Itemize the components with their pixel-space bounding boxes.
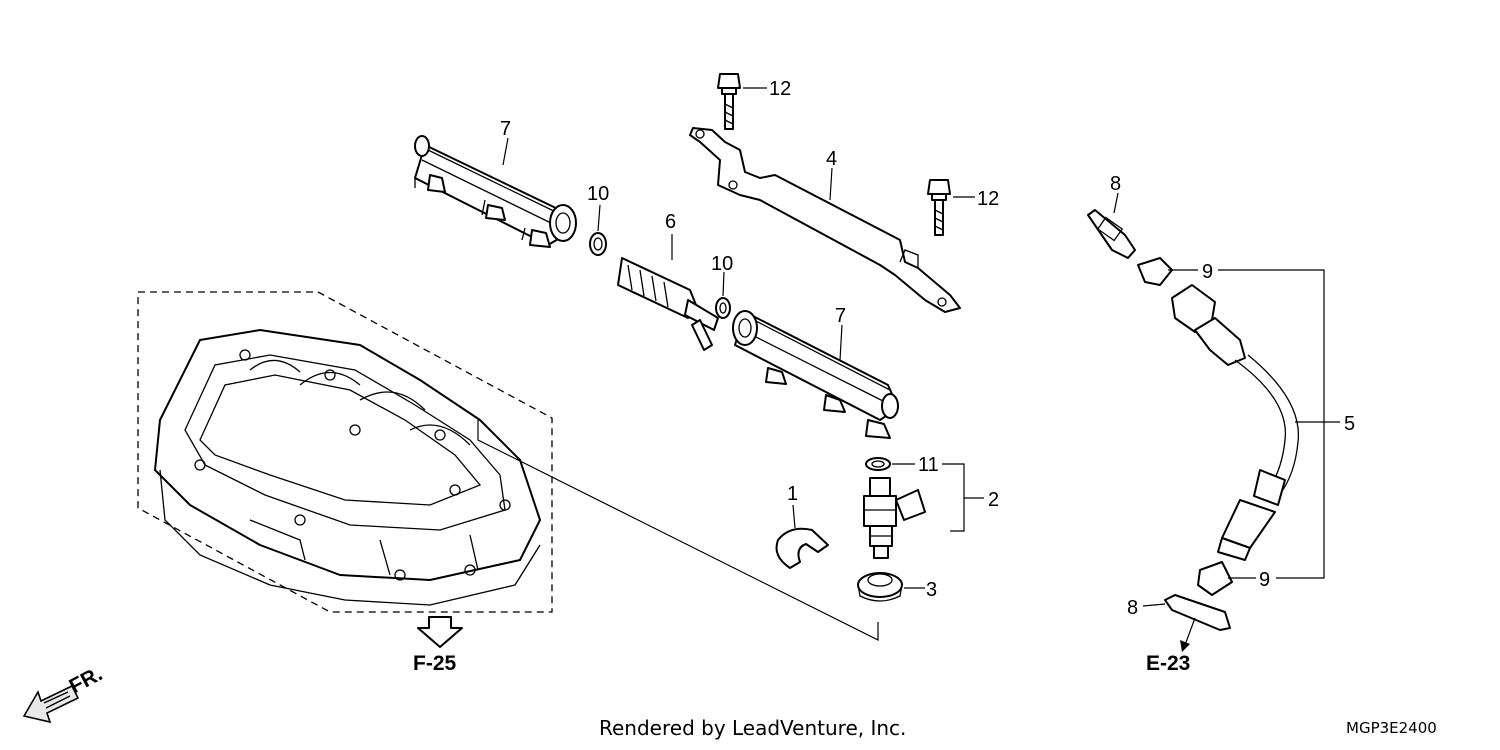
intake-assembly-reference xyxy=(137,291,879,641)
injector-cushion xyxy=(857,572,903,602)
callout-2: 2 xyxy=(988,489,999,511)
fuel-rail-bracket xyxy=(689,127,961,313)
front-direction: FR. xyxy=(22,662,106,724)
callout-7-lower: 7 xyxy=(835,305,846,327)
fuel-joint xyxy=(617,257,719,351)
callout-5: 5 xyxy=(1344,413,1355,435)
callout-9-upper: 9 xyxy=(1202,261,1213,283)
render-credit: Rendered by LeadVenture, Inc. xyxy=(599,716,906,740)
bolt-upper xyxy=(717,73,741,130)
diagram-code: MGP3E2400 xyxy=(1346,719,1437,737)
arrow-down-icon xyxy=(417,616,463,648)
callout-11: 11 xyxy=(918,454,939,476)
intake-housing xyxy=(154,329,541,606)
o-ring-injector xyxy=(865,457,891,471)
callout-3: 3 xyxy=(926,579,937,601)
callout-8-lower: 8 xyxy=(1127,597,1138,619)
fuel-rail-lower xyxy=(732,310,899,439)
callout-7-upper: 7 xyxy=(500,118,511,140)
callout-10-lower: 10 xyxy=(711,253,733,275)
arrow-down-icon-e23 xyxy=(1180,640,1190,652)
fuel-injector xyxy=(863,477,926,559)
fuel-rail-upper xyxy=(414,135,577,248)
fuel-hose-assembly xyxy=(1087,209,1300,596)
reference-e23-label: E-23 xyxy=(1146,652,1190,675)
callout-1: 1 xyxy=(787,483,798,505)
arrow-down-left-icon xyxy=(22,684,80,724)
callout-6: 6 xyxy=(665,211,676,233)
reference-f25: F-25 xyxy=(413,616,463,675)
callout-12-lower: 12 xyxy=(977,188,999,210)
callout-10-upper: 10 xyxy=(587,183,609,205)
injector-clip xyxy=(775,527,829,569)
o-ring-lower xyxy=(715,297,731,319)
callout-12-upper: 12 xyxy=(769,78,791,100)
callout-8-upper: 8 xyxy=(1110,173,1121,195)
bolt-lower xyxy=(927,179,951,236)
callout-9-lower: 9 xyxy=(1259,569,1270,591)
callout-4: 4 xyxy=(826,148,837,170)
hose-clip-lower xyxy=(1164,594,1231,631)
reference-e23: E-23 xyxy=(1146,617,1196,675)
o-ring-upper xyxy=(589,232,607,256)
reference-f25-label: F-25 xyxy=(413,652,457,675)
